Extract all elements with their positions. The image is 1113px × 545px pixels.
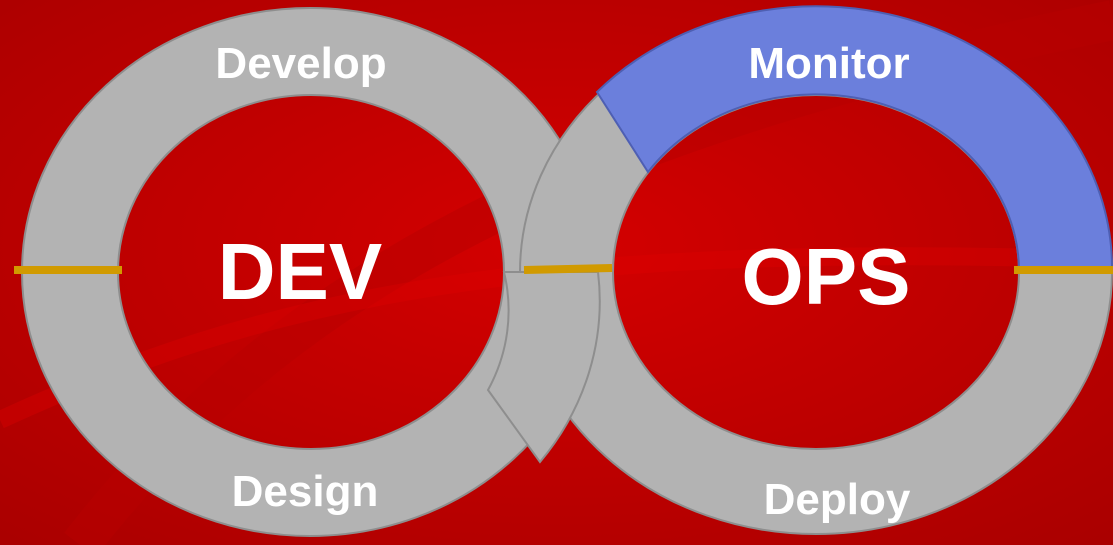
monitor-segment [595, 5, 1113, 273]
dev-ring-overlap [486, 271, 601, 464]
stage-label-design: Design [231, 467, 379, 516]
divider-center [523, 264, 613, 274]
stage-label-monitor: Monitor [748, 39, 910, 88]
stage-label-deploy: Deploy [763, 475, 911, 524]
stage-label-develop: Develop [215, 39, 387, 88]
side-label-dev: DEV [217, 227, 383, 316]
side-label-ops: OPS [741, 232, 911, 321]
